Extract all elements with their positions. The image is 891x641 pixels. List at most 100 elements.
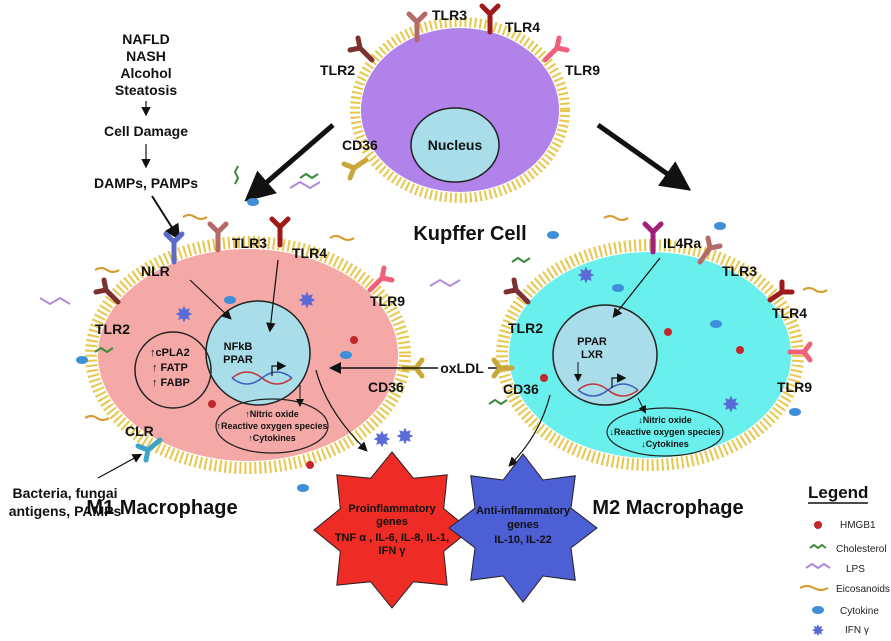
cholesterol-icon — [488, 398, 508, 406]
kupffer-tlr3-label: TLR3 — [432, 7, 467, 23]
proinflammatory-genes: Proinflammatory genes TNF α , IL-6, IL-8… — [313, 451, 471, 609]
eicosanoids-icon — [94, 267, 120, 273]
pro-line-4: IFN γ — [379, 545, 407, 557]
cytokine-icon — [789, 408, 801, 416]
kupffer-membrane — [350, 17, 570, 203]
cytokine-icon — [714, 222, 726, 230]
kupffer-tlr4-label: TLR4 — [505, 19, 540, 35]
kupffer-tlr9-label: TLR9 — [565, 62, 600, 78]
m2-tlr3-receptor — [697, 235, 723, 265]
anti-line-2: genes — [507, 519, 539, 531]
eicosanoids-icon — [182, 214, 208, 220]
m2-il4ra-receptor — [642, 221, 664, 255]
legend-hmgb1-label: HMGB1 — [840, 520, 876, 531]
trigger-nash: NASH — [126, 48, 166, 64]
hmgb1-icon — [736, 346, 744, 354]
m1-tlr3-receptor — [207, 221, 229, 253]
m1-nlr-receptor — [163, 231, 185, 265]
il4ra-to-nucleus-arrow — [612, 257, 661, 318]
m2-to-antiinflammatory-arrow — [508, 394, 551, 467]
damps-to-nlr-arrow — [151, 195, 181, 241]
kupffer-to-m1-arrow — [244, 123, 335, 202]
cholesterol-icon — [511, 256, 531, 264]
legend-eicosanoids-icon — [799, 585, 829, 591]
ifn-gamma-icon: ✸ — [396, 424, 414, 449]
ifn-gamma-icon: ✸ — [577, 263, 595, 288]
m1-cytokines: ↑Cytokines — [248, 433, 296, 443]
cytokine-icon — [340, 351, 352, 359]
m1-cd36-label: CD36 — [368, 379, 404, 395]
hmgb1-icon — [350, 336, 358, 344]
bacteria-line-2: antigens, PAMPs — [9, 503, 122, 519]
kupffer-tlr3-receptor — [406, 11, 428, 43]
kupffer-tlr4-receptor — [479, 3, 501, 35]
cytokine-icon — [547, 231, 559, 239]
anti-line-1: Anti-inflammatory — [476, 505, 571, 517]
nlr-to-nucleus-arrow — [189, 279, 232, 320]
m1-tlr2-label: TLR2 — [95, 321, 130, 337]
m1-ppar-label: PPAR — [223, 354, 253, 366]
legend-ifn-gamma-icon: ✸ — [811, 623, 824, 640]
kupffer-cell: Nucleus Kupffer Cell TLR3 TLR4 TLR2 TLR9… — [320, 3, 600, 245]
m2-cd36-label: CD36 — [503, 381, 539, 397]
ifn-gamma-icon: ✸ — [175, 302, 193, 327]
cytokine-icon — [612, 284, 624, 292]
m2-dna-strand-b — [577, 383, 639, 397]
cholesterol-icon — [233, 165, 240, 185]
m1-tlr9-label: TLR9 — [370, 293, 405, 309]
kupffer-tlr2-label: TLR2 — [320, 62, 355, 78]
ifn-gamma-icon: ✸ — [722, 392, 740, 417]
ifn-gamma-icon: ✸ — [298, 288, 316, 313]
hmgb1-icon — [306, 461, 314, 469]
m2-lxr-label: LXR — [581, 349, 603, 361]
legend: Legend HMGB1 Cholesterol LPS Eicosanoids… — [799, 483, 890, 640]
trigger-nafld: NAFLD — [122, 31, 169, 47]
m1-nlr-label: NLR — [141, 263, 170, 279]
m2-title: M2 Macrophage — [592, 497, 743, 519]
eicosanoids-icon — [802, 287, 828, 293]
bacteria-line-1: Bacteria, fungai — [12, 485, 117, 501]
hmgb1-icon — [664, 328, 672, 336]
m1-membrane — [85, 236, 411, 474]
legend-ifn-gamma-label: IFN γ — [845, 625, 869, 636]
legend-cytokine-icon — [812, 606, 824, 614]
m2-macrophage: PPAR LXR ↓Nitric oxide ↓Reactive oxygen … — [491, 221, 813, 519]
m2-nucleus — [552, 304, 658, 406]
m2-output-arrow — [637, 397, 646, 414]
hmgb1-icon — [540, 374, 548, 382]
m1-clr-receptor — [135, 437, 163, 463]
m1-output-ellipse — [215, 398, 329, 454]
legend-eicosanoids-label: Eicosanoids — [836, 584, 890, 595]
legend-cytokine-label: Cytokine — [840, 606, 879, 617]
cytokine-icon — [710, 320, 722, 328]
proinflammatory-star — [313, 451, 471, 609]
m2-tlr2-label: TLR2 — [508, 320, 543, 336]
legend-cholesterol-label: Cholesterol — [836, 544, 887, 555]
m1-tlr4-label: TLR4 — [292, 245, 327, 261]
m2-tlr4-receptor — [767, 279, 795, 303]
trigger-steatosis: Steatosis — [115, 82, 177, 98]
legend-lps-label: LPS — [846, 564, 865, 575]
kupffer-to-m2-arrow — [596, 122, 692, 191]
m2-membrane — [496, 239, 804, 471]
m2-tlr3-label: TLR3 — [722, 263, 757, 279]
m2-ppar-label: PPAR — [577, 336, 607, 348]
m1-fabp-label: ↑ FABP — [152, 377, 190, 389]
m1-title: M1 Macrophage — [86, 497, 237, 519]
cytokine-icon — [224, 296, 236, 304]
m2-tlr2-receptor — [503, 277, 531, 305]
cell-damage-label: Cell Damage — [104, 123, 188, 139]
m1-macrophage: NFkB PPAR ↑cPLA2 ↑ FATP ↑ FABP ↑Nitric o… — [85, 216, 425, 519]
m1-tlr9-receptor — [367, 265, 395, 293]
lps-icon — [39, 296, 71, 306]
eicosanoids-icon — [603, 215, 629, 221]
trigger-alcohol: Alcohol — [120, 65, 171, 81]
damps-pamps-label: DAMPs, PAMPs — [94, 175, 198, 191]
m1-to-proinflammatory-arrow — [315, 369, 368, 452]
pro-line-3: TNF α , IL-6, IL-8, IL-1, — [335, 532, 449, 544]
m1-clr-label: CLR — [125, 423, 154, 439]
oxldl-label: oxLDL — [440, 360, 484, 376]
eicosanoids-icon — [84, 415, 110, 421]
